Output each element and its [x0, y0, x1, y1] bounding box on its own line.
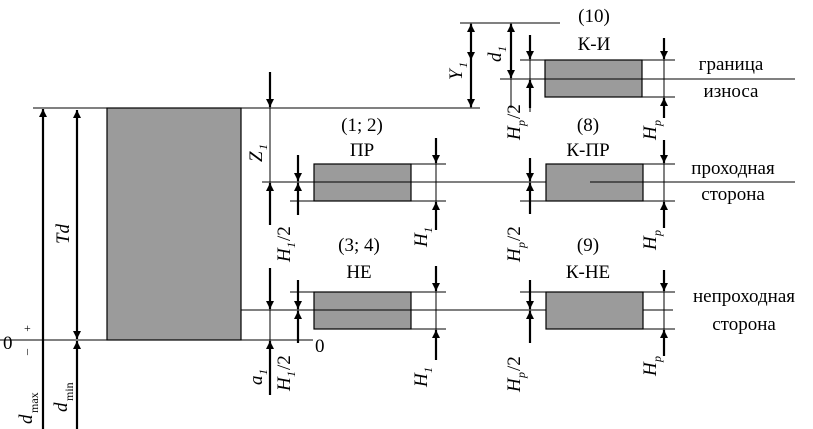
dmax-label: d max	[16, 392, 41, 424]
kne-gauge-field	[545, 291, 644, 330]
svg-text:H: H	[411, 372, 432, 388]
svg-text:min: min	[62, 382, 76, 401]
svg-text:p: p	[650, 230, 664, 237]
svg-text:1: 1	[456, 62, 470, 68]
svg-text:p: p	[650, 120, 664, 127]
svg-text:d: d	[51, 402, 72, 412]
svg-text:a: a	[246, 376, 267, 386]
svg-text:/2: /2	[504, 104, 525, 119]
ne-gauge-name: НЕ	[346, 262, 371, 283]
svg-text:1: 1	[284, 242, 298, 248]
svg-text:H: H	[504, 247, 525, 263]
svg-text:p: p	[514, 120, 528, 127]
nogo-side-text-1: непроходная	[693, 286, 795, 307]
kpr-gauge-name: К-ПР	[566, 140, 609, 161]
svg-text:H: H	[640, 235, 661, 251]
svg-text:H: H	[411, 232, 432, 248]
svg-text:H: H	[504, 125, 525, 141]
svg-text:max: max	[27, 392, 41, 413]
svg-text:H: H	[640, 125, 661, 141]
go-side-text-2: сторона	[701, 184, 765, 205]
go-side-text-1: проходная	[691, 158, 775, 179]
svg-text:1: 1	[495, 46, 509, 52]
svg-text:/2: /2	[274, 355, 295, 370]
plus-sign: +	[24, 321, 31, 335]
svg-text:1: 1	[256, 369, 270, 375]
svg-text:Y: Y	[446, 67, 467, 80]
svg-text:1: 1	[284, 371, 298, 377]
ne-gauge-number: (3; 4)	[338, 235, 380, 256]
td-label: Td	[53, 223, 74, 244]
pr-h1-label: H 1	[411, 227, 435, 248]
wear-limit-text-1: граница	[699, 54, 764, 75]
zero-label-left: 0	[3, 333, 13, 354]
ki-gauge-name: К-И	[578, 34, 611, 55]
kne-hp-label: H p	[640, 356, 664, 377]
kne-gauge-number: (9)	[577, 235, 599, 256]
minus-sign: –	[19, 348, 33, 356]
kpr-hphalf-label: H p /2	[504, 226, 528, 263]
ne-h1-label: H 1	[411, 367, 435, 388]
svg-text:H: H	[274, 247, 295, 263]
svg-text:H: H	[640, 361, 661, 377]
kne-gauge-name: К-НЕ	[566, 262, 610, 283]
svg-text:p: p	[514, 372, 528, 379]
svg-text:1: 1	[256, 144, 270, 150]
kne-hphalf-label: H p /2	[504, 356, 528, 393]
a1-label: a 1	[246, 369, 270, 385]
kpr-gauge-number: (8)	[577, 115, 599, 136]
shaft-tolerance-field	[106, 107, 242, 341]
dmin-label: d min	[51, 382, 76, 412]
wear-limit-text-2: износа	[704, 81, 759, 102]
kpr-hp-label: H p	[640, 230, 664, 251]
ki-hp-label: H p	[640, 120, 664, 141]
svg-text:p: p	[514, 242, 528, 249]
svg-text:H: H	[274, 376, 295, 392]
zero-label-right: 0	[315, 336, 325, 357]
y1-label: Y 1	[446, 62, 470, 80]
svg-text:H: H	[504, 377, 525, 393]
svg-text:/2: /2	[504, 226, 525, 241]
svg-text:1: 1	[421, 367, 435, 373]
svg-text:1: 1	[421, 227, 435, 233]
pr-h1half-label: H 1 /2	[274, 226, 298, 263]
ki-gauge-number: (10)	[578, 6, 610, 27]
ki-hphalf-label: H p /2	[504, 104, 528, 141]
svg-text:p: p	[650, 356, 664, 363]
svg-text:Z: Z	[246, 151, 267, 162]
svg-text:d: d	[16, 414, 37, 424]
nogo-side-text-2: сторона	[712, 314, 776, 335]
pr-gauge-number: (1; 2)	[341, 115, 383, 136]
z1-label: Z 1	[246, 144, 270, 162]
svg-text:d: d	[485, 52, 506, 62]
ne-h1half-label: H 1 /2	[274, 355, 298, 392]
pr-gauge-name: ПР	[350, 140, 374, 161]
svg-text:/2: /2	[274, 226, 295, 241]
svg-text:/2: /2	[504, 356, 525, 371]
d1-label: d 1	[485, 46, 509, 62]
